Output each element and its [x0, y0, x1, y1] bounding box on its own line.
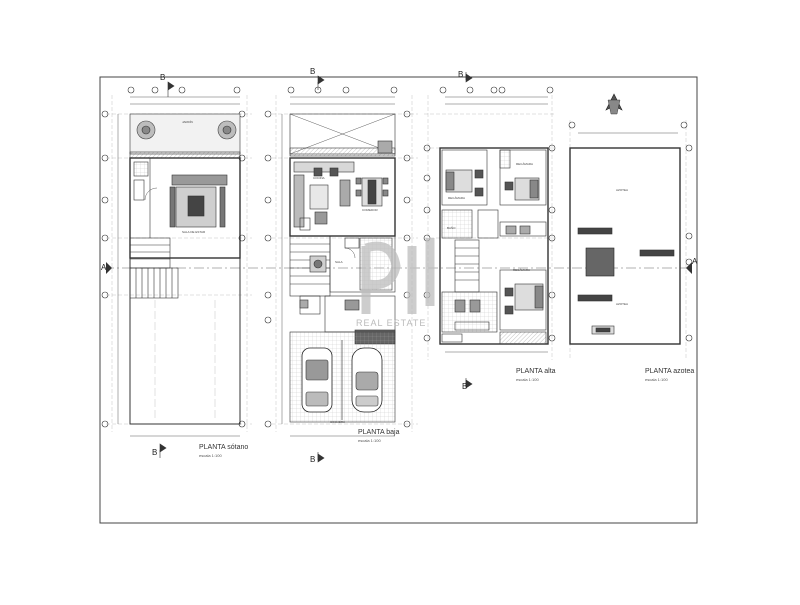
section-label-b-top-baja: B: [310, 67, 316, 76]
plan-scale-sotano: escala 1:100: [199, 453, 222, 458]
section-label-a-left: A: [101, 263, 107, 272]
room-tag-recamara-2: RECÁMARA: [516, 162, 534, 166]
room-tag-recamara-1: RECÁMARA: [448, 196, 466, 200]
room-tag-azotea-1: AZOTEA: [616, 188, 629, 192]
room-tag-azotea-2: AZOTEA: [616, 302, 629, 306]
room-tag-bano: BAÑO: [447, 226, 456, 230]
section-label-a-right: A: [692, 257, 698, 266]
watermark-text: REAL ESTATE: [356, 318, 427, 328]
room-tag-cochera: COCHERA: [330, 420, 346, 424]
room-tag-sala: SALA: [335, 260, 343, 264]
section-label-b-bottom-alta: B: [462, 382, 468, 391]
room-tag-jardin: JARDÍN: [182, 120, 193, 124]
plan-sotano: [101, 81, 252, 458]
plan-title-alta: PLANTA alta: [516, 368, 556, 375]
section-label-b-top-alta: B: [458, 70, 464, 79]
plan-title-sotano: PLANTA sótano: [199, 444, 249, 451]
section-arrow-a-right: [686, 262, 692, 274]
room-tag-cocina: COCINA: [313, 176, 325, 180]
plan-title-azotea: PLANTA azotea: [645, 368, 695, 375]
plan-scale-baja: escala 1:100: [358, 438, 381, 443]
plan-scale-azotea: escala 1:100: [645, 377, 668, 382]
room-tag-sala-estar: SALA DE ESTAR: [182, 230, 206, 234]
plan-title-baja: PLANTA baja: [358, 429, 400, 436]
plan-alta: [423, 72, 556, 389]
section-label-b-bottom-sotano: B: [152, 448, 158, 457]
plan-baja: [264, 75, 418, 463]
room-tag-recamara-3: RECÁMARA: [513, 268, 531, 272]
sheet-frame: [99, 76, 698, 524]
plan-azotea: [568, 93, 693, 360]
plan-scale-alta: escala 1:100: [516, 377, 539, 382]
section-label-b-bottom-baja: B: [310, 455, 316, 464]
section-arrow-a-left: [106, 262, 112, 274]
north-arrow-icon: [605, 93, 623, 115]
section-label-b-top-sotano: B: [160, 73, 166, 82]
room-tag-comedor: COMEDOR: [362, 208, 378, 212]
